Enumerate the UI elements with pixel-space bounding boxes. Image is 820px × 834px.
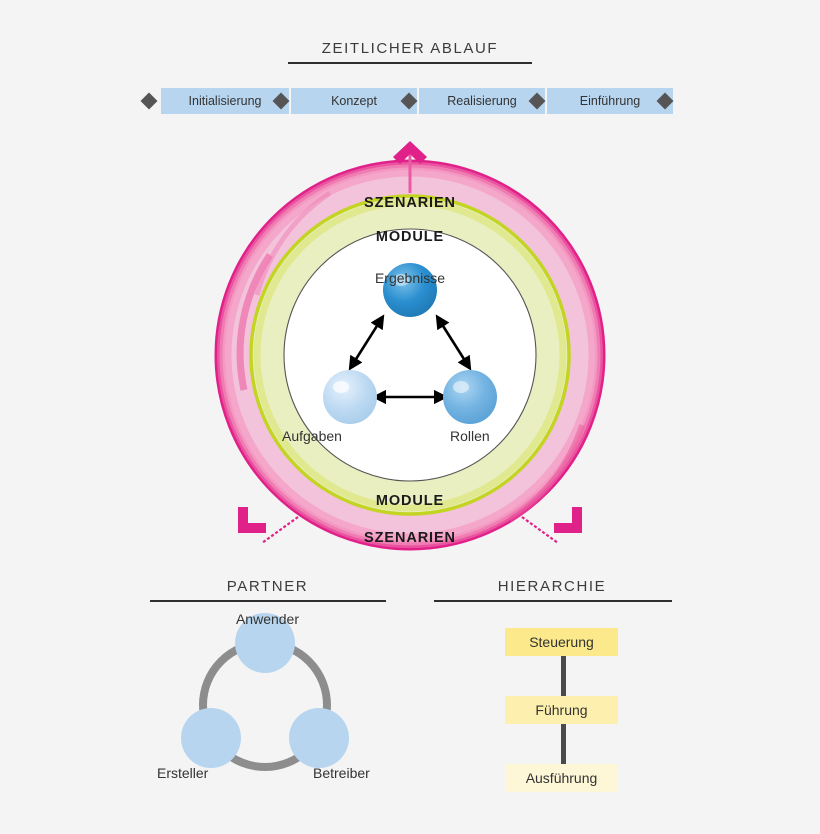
ring-label-szenarien-bottom: SZENARIEN <box>364 530 456 546</box>
hierarchie-level-fuehrung[interactable]: Führung <box>505 696 618 724</box>
top-arrow-head-icon <box>393 141 427 164</box>
ring-brush-stroke <box>508 424 585 523</box>
timeline-stage-einfuehrung[interactable]: Einführung <box>547 88 673 114</box>
arrow-ergebnisse-rollen <box>435 314 472 371</box>
module-ring-band <box>250 195 570 515</box>
timeline-heading: ZEITLICHER ABLAUF <box>321 40 499 57</box>
timeline-stage-realisierung[interactable]: Realisierung <box>419 88 545 114</box>
partner-diagram <box>181 613 349 771</box>
hierarchie-connector <box>561 715 566 783</box>
node-sphere-rollen <box>443 370 497 424</box>
bottom-left-arrow-line <box>261 516 299 544</box>
ring-brush-stroke <box>254 190 332 296</box>
hierarchie-heading-underline <box>434 600 672 602</box>
partner-label-betreiber: Betreiber <box>313 765 370 781</box>
ring-brush-stroke <box>236 253 273 391</box>
bottom-right-corner-marker-icon <box>554 507 582 533</box>
timeline-track: Initialisierung Konzept Realisierung Ein… <box>140 88 677 114</box>
hierarchie-level-steuerung[interactable]: Steuerung <box>505 628 618 656</box>
node-label-ergebnisse: Ergebnisse <box>374 270 446 286</box>
bottom-left-corner-marker-icon <box>238 507 266 533</box>
ring-label-szenarien-top: SZENARIEN <box>364 195 456 211</box>
sphere-highlight <box>333 381 349 393</box>
ring-diagram: SZENARIEN MODULE MODULE SZENARIEN Ergebn… <box>210 135 610 575</box>
node-sphere-aufgaben <box>323 370 377 424</box>
node-sphere-ergebnisse <box>383 263 437 317</box>
sphere-highlight <box>453 381 469 393</box>
timeline-stage-konzept[interactable]: Konzept <box>291 88 417 114</box>
module-ring-outline <box>249 194 571 516</box>
arrow-ergebnisse-aufgaben <box>348 314 385 371</box>
node-label-rollen: Rollen <box>450 428 490 444</box>
timeline-stage-label: Realisierung <box>447 94 517 108</box>
module-ring-gloss <box>253 198 567 512</box>
partner-node-betreiber <box>289 708 349 768</box>
partner-node-anwender <box>235 613 295 673</box>
timeline-heading-underline <box>288 62 532 64</box>
hierarchie-heading: HIERARCHIE <box>497 578 607 595</box>
node-label-aufgaben: Aufgaben <box>282 428 342 444</box>
ring-label-module-bottom: MODULE <box>375 493 445 509</box>
timeline-stage-initialisierung[interactable]: Initialisierung <box>161 88 289 114</box>
ring-label-module-top: MODULE <box>375 229 445 245</box>
partner-node-ersteller <box>181 708 241 768</box>
partner-label-ersteller: Ersteller <box>157 765 209 781</box>
bottom-right-arrow-line <box>521 516 559 544</box>
sphere-highlight <box>393 274 409 286</box>
hierarchie-connector <box>561 650 566 720</box>
timeline-separator-diamond <box>140 92 158 110</box>
partner-label-anwender: Anwender <box>235 611 300 627</box>
timeline-stage-label: Konzept <box>331 94 377 108</box>
timeline-stage-label: Initialisierung <box>188 94 262 108</box>
timeline-stage-label: Einführung <box>579 94 641 108</box>
partner-heading: PARTNER <box>226 578 309 595</box>
hierarchie-level-ausfuehrung[interactable]: Ausführung <box>505 764 618 792</box>
partner-heading-underline <box>150 600 386 602</box>
